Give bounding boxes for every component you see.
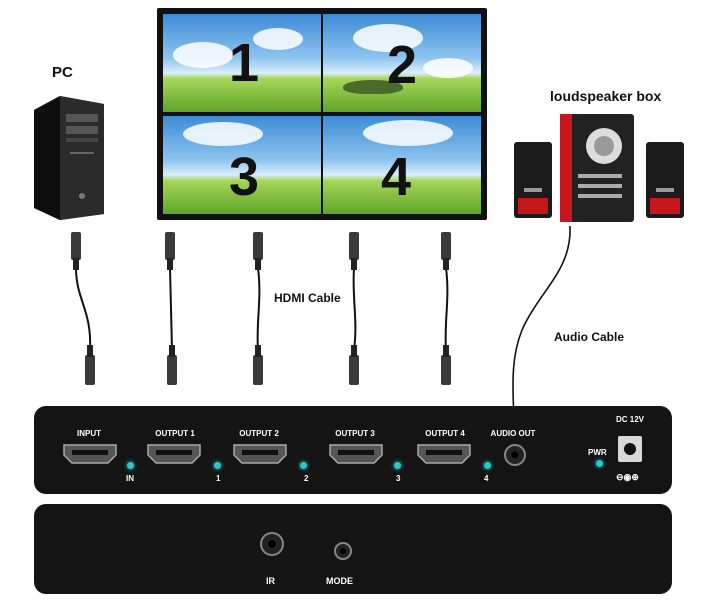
port-label: OUTPUT 2 bbox=[239, 429, 279, 438]
hdmi-cable bbox=[349, 232, 359, 385]
port-indicator-label: IN bbox=[126, 474, 134, 483]
ir-label: IR bbox=[266, 576, 275, 586]
status-led bbox=[214, 462, 221, 469]
hdmi-port-icon bbox=[417, 444, 471, 464]
dc-power-jack bbox=[618, 436, 642, 462]
power-led bbox=[596, 460, 603, 467]
polarity-symbol: ⊖◉⊕ bbox=[616, 472, 639, 482]
hdmi-port-icon bbox=[233, 444, 287, 464]
tile-number: 1 bbox=[229, 33, 260, 93]
port-indicator-label: 2 bbox=[304, 474, 309, 483]
mode-button[interactable] bbox=[334, 542, 352, 560]
pc-label: PC bbox=[52, 64, 73, 81]
tile-number: 2 bbox=[387, 35, 418, 95]
status-led bbox=[127, 462, 134, 469]
port-label: OUTPUT 1 bbox=[155, 429, 195, 438]
port-label: OUTPUT 3 bbox=[335, 429, 375, 438]
pc-tower-icon bbox=[34, 96, 104, 220]
port-indicator-label: 3 bbox=[396, 474, 401, 483]
tile-number: 4 bbox=[381, 147, 412, 207]
hdmi-cable-label: HDMI Cable bbox=[274, 291, 341, 305]
port-indicator-label: 4 bbox=[484, 474, 489, 483]
audio-out-label: AUDIO OUT bbox=[490, 429, 536, 438]
video-wall: 1 2 3 4 bbox=[157, 8, 487, 220]
port-label: INPUT bbox=[77, 429, 101, 438]
audio-cable-label: Audio Cable bbox=[554, 330, 625, 344]
hdmi-port-icon bbox=[63, 444, 117, 464]
port-label: OUTPUT 4 bbox=[425, 429, 465, 438]
hdmi-cable bbox=[253, 232, 263, 385]
audio-out-jack bbox=[504, 444, 526, 466]
status-led bbox=[300, 462, 307, 469]
status-led bbox=[484, 462, 491, 469]
mode-label: MODE bbox=[326, 576, 353, 586]
wall-tile: 2 bbox=[323, 14, 481, 112]
hdmi-port-icon bbox=[329, 444, 383, 464]
floating-island bbox=[343, 80, 403, 94]
splitter-front-panel: INPUT IN OUTPUT 1 1 OUTPUT 2 2 OUTPUT 3 … bbox=[34, 406, 672, 494]
splitter-back-panel: IR MODE bbox=[34, 504, 672, 594]
speaker-icon bbox=[514, 114, 684, 222]
hdmi-port-icon bbox=[147, 444, 201, 464]
status-led bbox=[394, 462, 401, 469]
tile-number: 3 bbox=[229, 147, 260, 207]
speaker-label: loudspeaker box bbox=[550, 88, 662, 104]
power-label: PWR bbox=[588, 448, 607, 457]
port-indicator-label: 1 bbox=[216, 474, 221, 483]
dc-label: DC 12V bbox=[616, 415, 645, 424]
wall-tile: 4 bbox=[323, 116, 481, 214]
hdmi-cable bbox=[165, 232, 177, 385]
wall-tile: 3 bbox=[163, 116, 321, 214]
ir-sensor bbox=[260, 532, 284, 556]
wall-tile: 1 bbox=[163, 14, 321, 112]
hdmi-cable bbox=[441, 232, 451, 385]
hdmi-cable bbox=[71, 232, 95, 385]
audio-cable bbox=[512, 225, 571, 419]
